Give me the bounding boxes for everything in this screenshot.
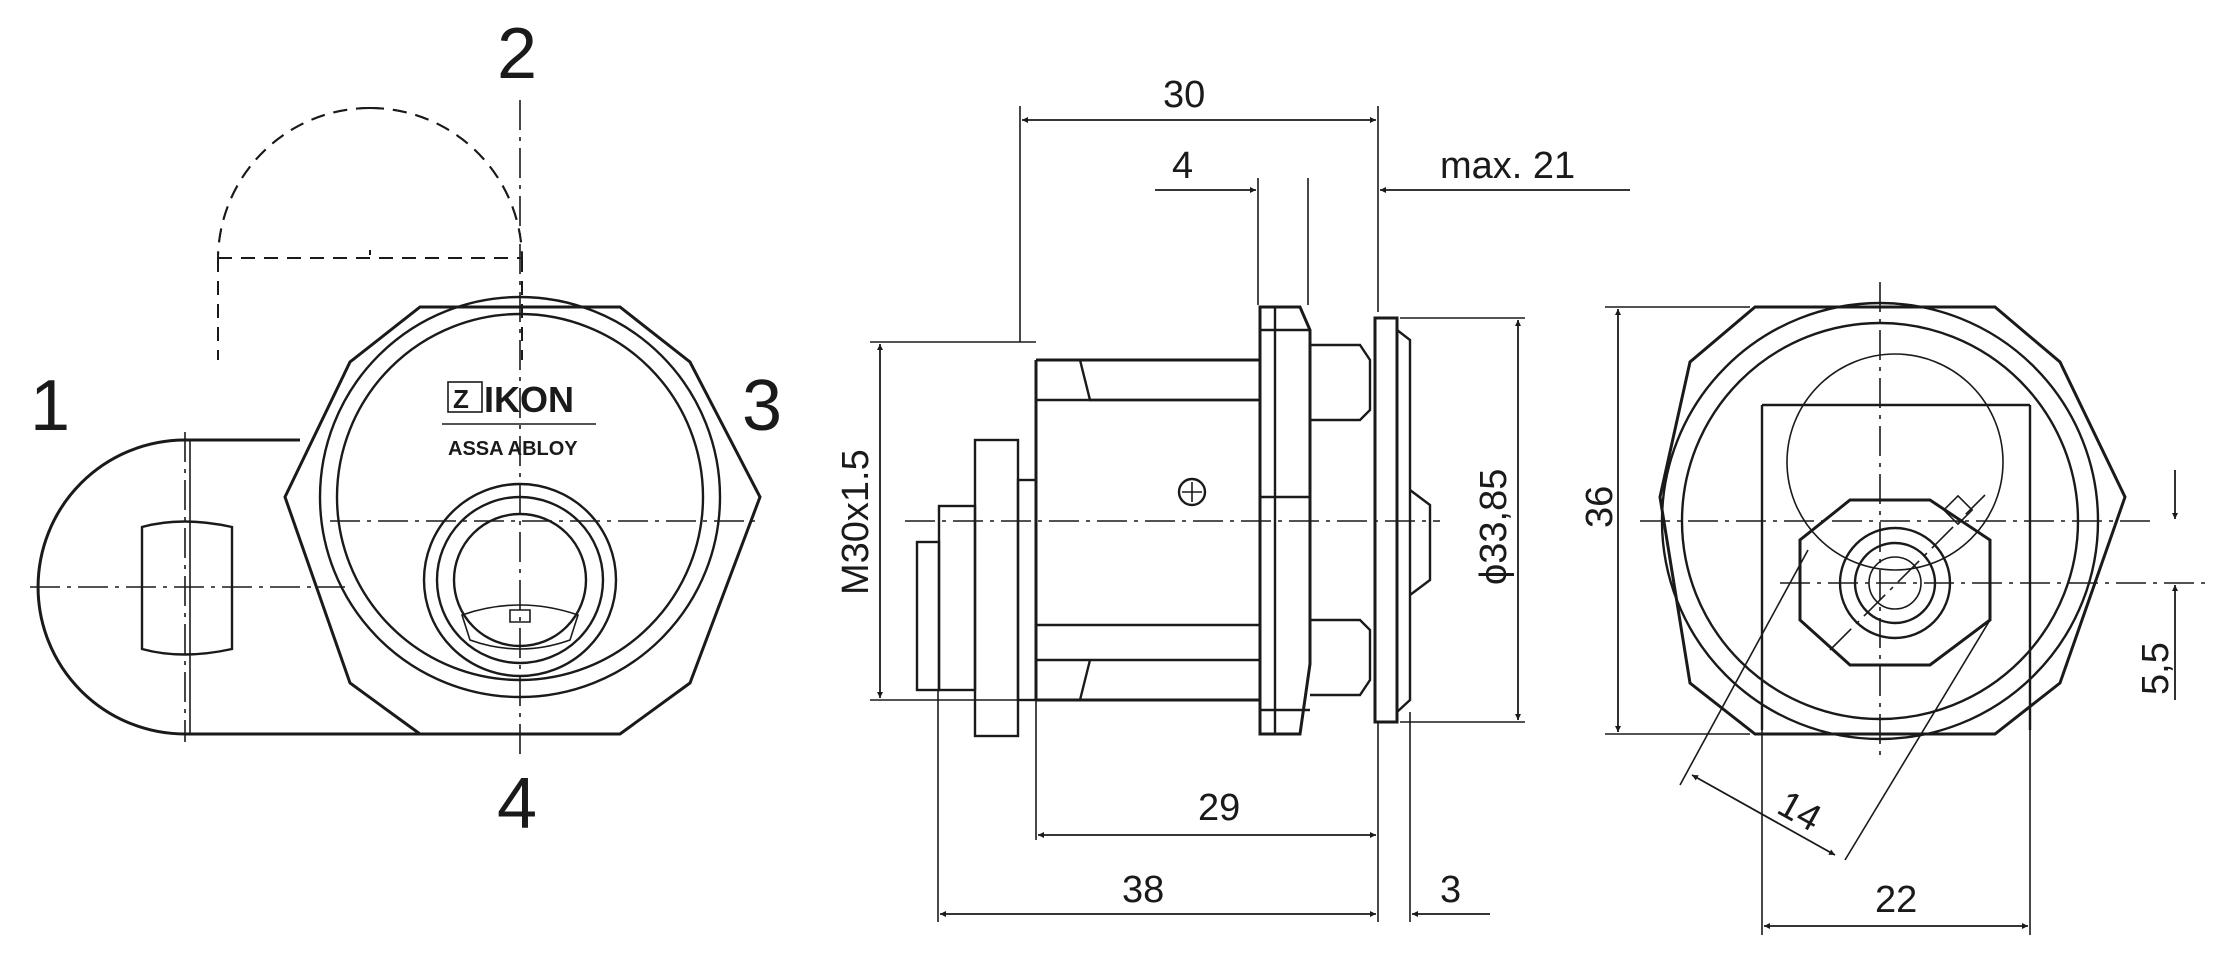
rear-view: 36 5,5 14 22 bbox=[1579, 282, 2210, 935]
cam-slot bbox=[140, 520, 234, 656]
position-3-label: 3 bbox=[742, 366, 782, 446]
ext-14-b bbox=[1844, 619, 1991, 861]
cam-dashed-arc bbox=[369, 107, 523, 256]
rear-dashed-cam-circle bbox=[1786, 353, 2004, 571]
assa-abloy-text: ASSA ABLOY bbox=[448, 438, 578, 460]
rear-octagon bbox=[1658, 305, 2127, 736]
position-4-label: 4 bbox=[497, 764, 537, 844]
ikon-logo-text: IKON bbox=[484, 379, 574, 420]
set-screw bbox=[1177, 477, 1207, 507]
dim-55-text: 5,5 bbox=[2135, 642, 2177, 695]
rear-square-key bbox=[1942, 494, 1974, 526]
front-flange bbox=[1373, 316, 1399, 724]
cam-dashed-full bbox=[217, 107, 523, 261]
position-1-label: 1 bbox=[30, 366, 70, 446]
body-bevel-top bbox=[1034, 359, 1260, 402]
dim-22-text: 22 bbox=[1875, 879, 1917, 921]
ext-14-a bbox=[1679, 549, 1809, 786]
dim-30-text: 30 bbox=[1163, 74, 1205, 116]
ikon-logo-mark: Z bbox=[453, 384, 469, 414]
dim-3-text: 3 bbox=[1440, 869, 1461, 911]
spacer bbox=[1016, 478, 1038, 702]
cam-plate bbox=[973, 438, 1020, 738]
ikon-logo: Z IKON ASSA ABLOY bbox=[442, 379, 596, 460]
dim-14-text: 14 bbox=[1771, 783, 1828, 840]
lock-body-octagon bbox=[283, 305, 762, 736]
front-face bbox=[1396, 329, 1412, 713]
rear-hex-nut bbox=[1798, 498, 1992, 667]
dim-diameter-text: ϕ33,85 bbox=[1473, 469, 1515, 585]
cam-nut bbox=[915, 540, 941, 692]
front-view: Z IKON ASSA ABLOY 1 2 3 4 bbox=[30, 14, 782, 844]
dim-m30-text: M30x1.5 bbox=[835, 449, 877, 595]
dim-4-text: 4 bbox=[1172, 145, 1193, 187]
cam-washer bbox=[937, 504, 977, 692]
hex-nut bbox=[1258, 305, 1312, 736]
key-plug bbox=[1409, 489, 1432, 596]
position-2-label: 2 bbox=[497, 14, 537, 94]
dim-14-line bbox=[1691, 774, 1836, 856]
dim-29-text: 29 bbox=[1198, 787, 1240, 829]
dim-36-text: 36 bbox=[1579, 486, 1621, 528]
ikon-logo-mark-box bbox=[447, 381, 483, 413]
keyway-slot bbox=[460, 604, 580, 650]
side-view: 30 4 max. 21 M30x1.5 ϕ33,85 29 38 3 bbox=[835, 74, 1630, 922]
body-bevel-bottom bbox=[1078, 659, 1092, 701]
threaded-body bbox=[1034, 358, 1262, 702]
rear-diagonal-centerline bbox=[1829, 494, 1986, 651]
collar-top bbox=[1310, 343, 1372, 422]
dim-38-text: 38 bbox=[1122, 869, 1164, 911]
dim-max21-text: max. 21 bbox=[1440, 145, 1575, 187]
collar-bottom bbox=[1310, 618, 1372, 697]
cam-dashed-arc-left bbox=[217, 107, 371, 256]
